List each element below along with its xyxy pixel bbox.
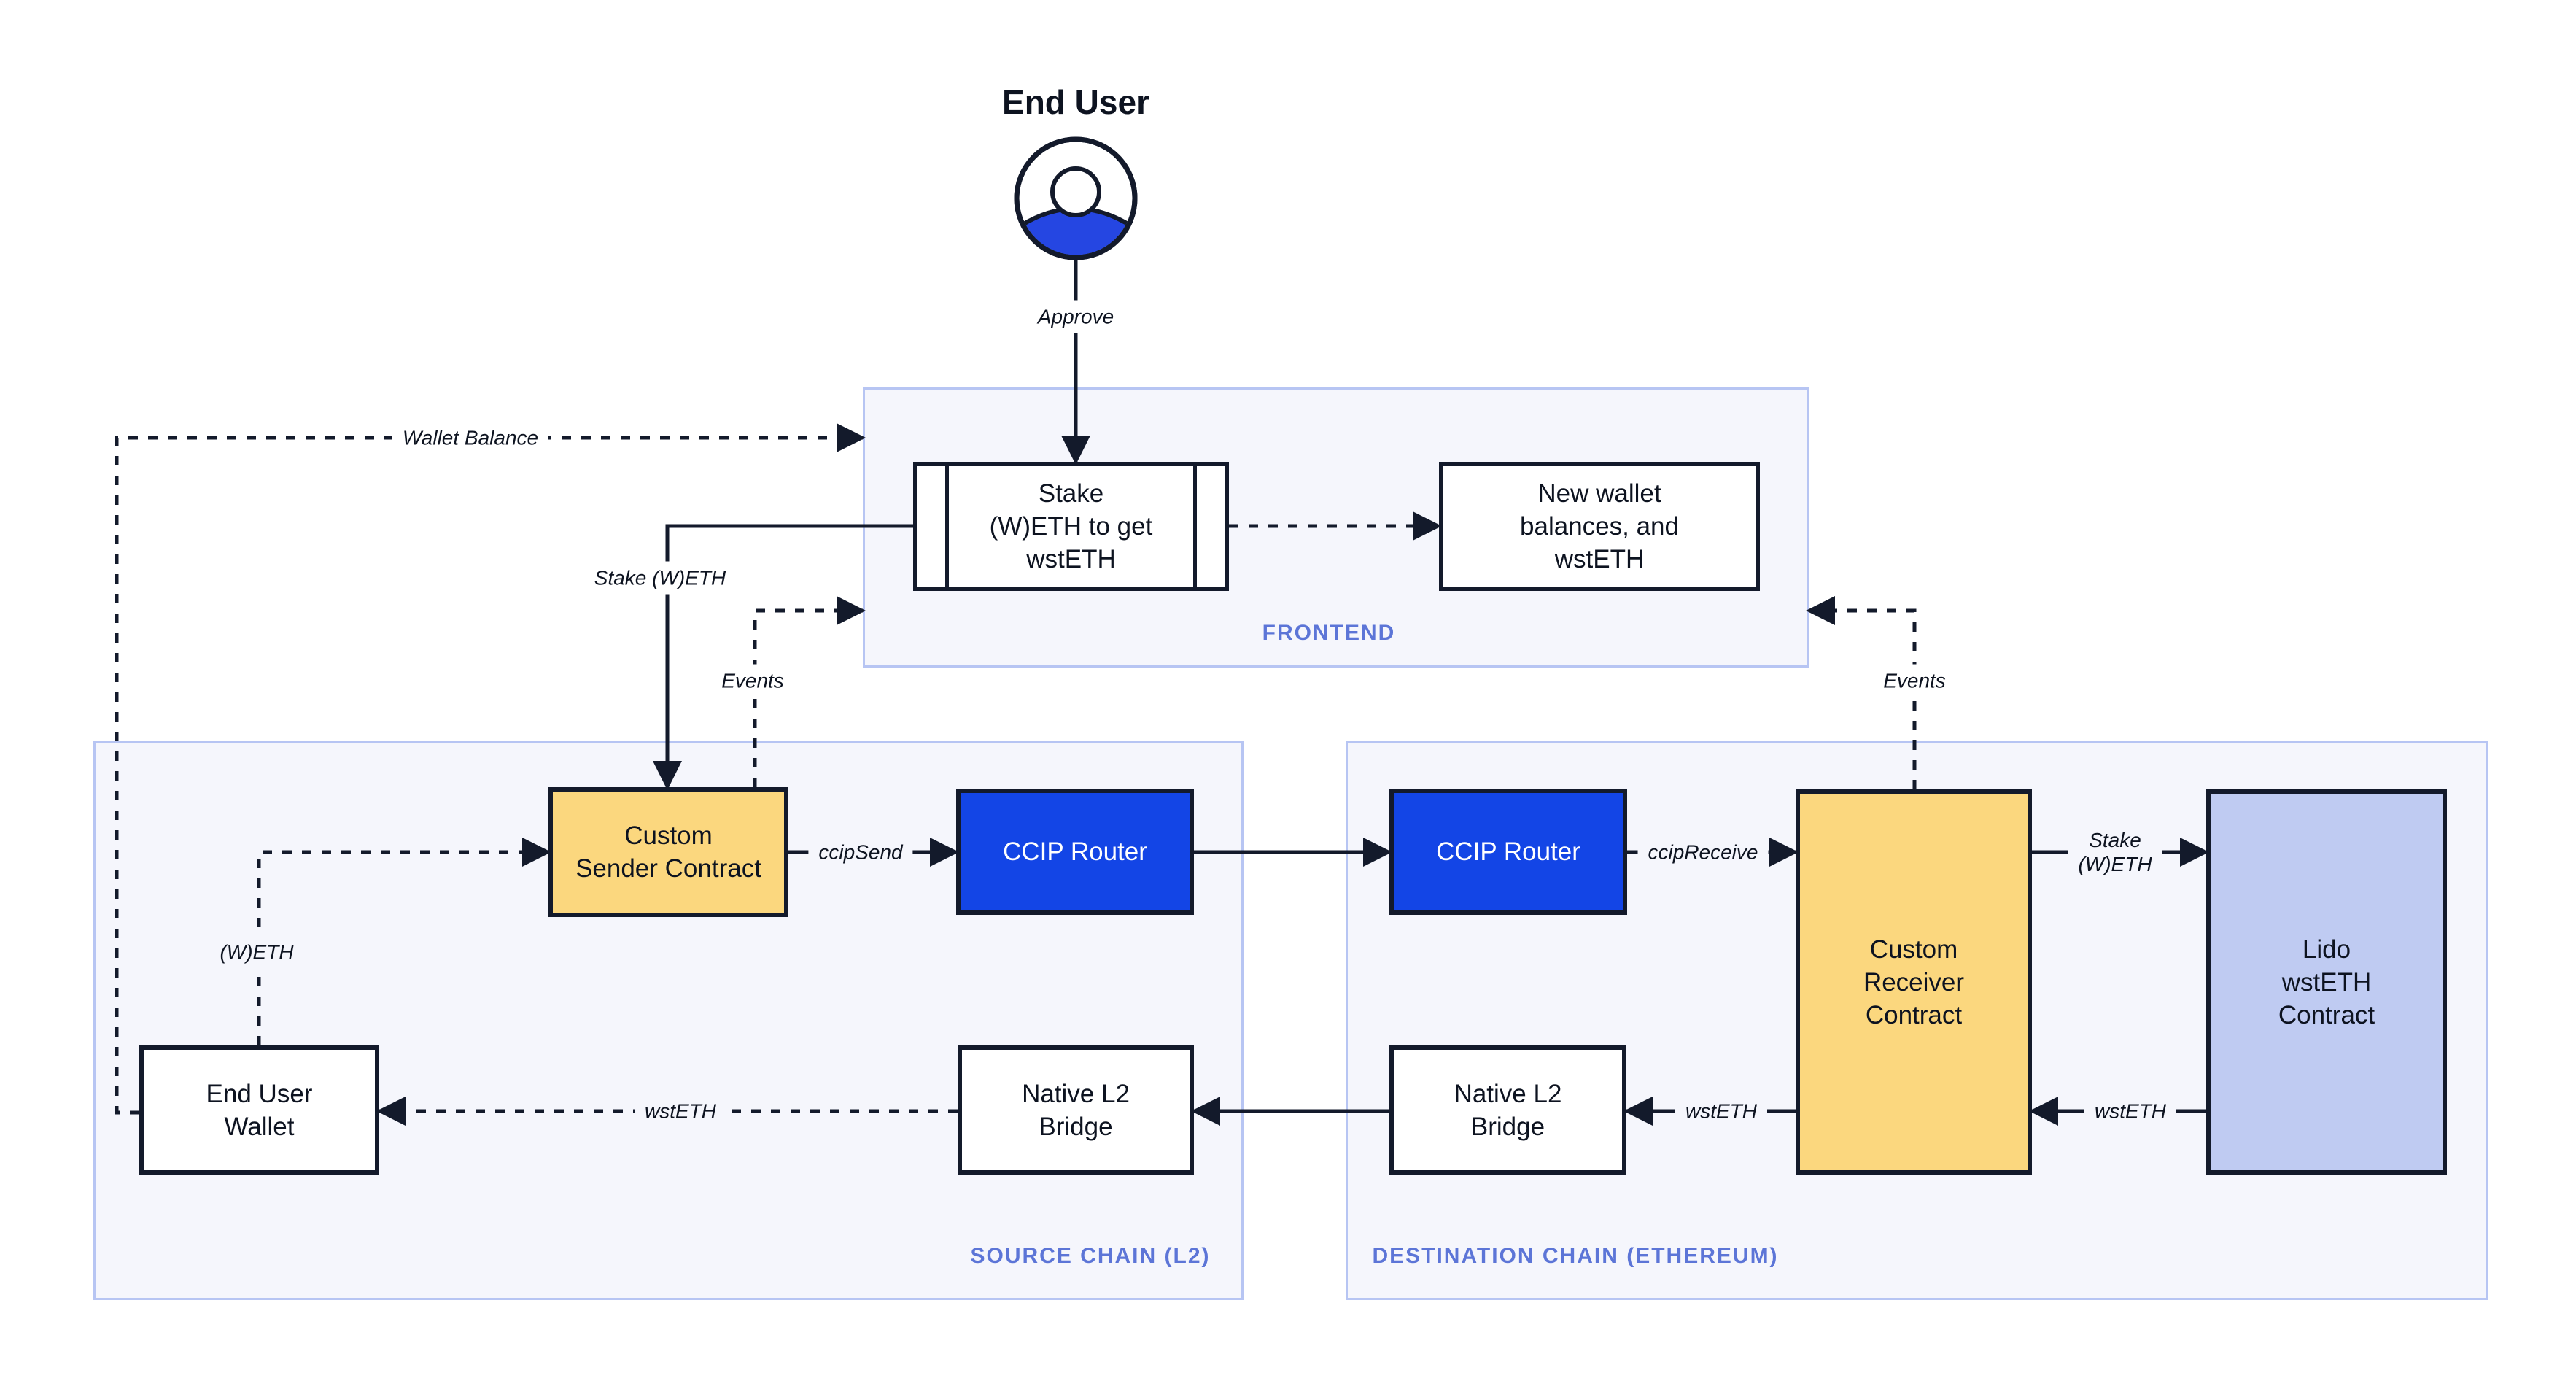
- edge-label-wsteth-lido-to-receiver: wstETH: [2084, 1094, 2176, 1128]
- edge-label-stake-weth-lido: Stake (W)ETH: [2068, 824, 2162, 881]
- node-native-l2-bridge-destination-label: Native L2 Bridge: [1454, 1079, 1562, 1141]
- node-end-user-wallet-label: End User Wallet: [206, 1079, 313, 1141]
- node-ccip-router-source-label: CCIP Router: [1003, 838, 1147, 866]
- edge-weth-arrow: [257, 838, 551, 1045]
- node-ccip-router-destination: CCIP Router: [1389, 789, 1627, 915]
- edge-label-weth: (W)ETH: [209, 935, 304, 969]
- edge-label-wsteth-to-wallet: wstETH: [635, 1094, 726, 1128]
- frontend-region-label: FRONTEND: [1262, 621, 1396, 645]
- edge-label-wsteth-receiver-to-bridge: wstETH: [1675, 1094, 1767, 1128]
- edge-label-wallet-balance: Wallet Balance: [392, 421, 549, 455]
- node-stake-box: Stake (W)ETH to get wstETH: [913, 462, 1229, 591]
- node-custom-receiver-contract: Custom Receiver Contract: [1796, 789, 2032, 1175]
- node-native-l2-bridge-destination: Native L2 Bridge: [1389, 1045, 1626, 1175]
- edge-events-destination-arrow: [1806, 596, 1917, 789]
- node-ccip-router-source: CCIP Router: [956, 789, 1194, 915]
- end-user-title: End User: [1002, 83, 1149, 121]
- node-stake-box-label: Stake (W)ETH to get wstETH: [989, 479, 1153, 573]
- node-new-wallet-balances-label: New wallet balances, and wstETH: [1520, 479, 1679, 573]
- node-custom-receiver-contract-label: Custom Receiver Contract: [1863, 935, 1965, 1029]
- destination-chain-region-label: DESTINATION CHAIN (ETHEREUM): [1372, 1244, 1779, 1268]
- edge-stake-to-sender-arrow: [653, 524, 913, 790]
- edge-label-ccipsend: ccipSend: [808, 835, 913, 869]
- end-user-icon: [1014, 136, 1138, 260]
- node-new-wallet-balances: New wallet balances, and wstETH: [1439, 462, 1760, 591]
- predefined-process-bar-left: [945, 466, 949, 587]
- node-lido-wsteth-contract-label: Lido wstETH Contract: [2278, 935, 2375, 1029]
- node-ccip-router-destination-label: CCIP Router: [1436, 838, 1580, 866]
- node-native-l2-bridge-source-label: Native L2 Bridge: [1022, 1079, 1130, 1141]
- node-end-user-wallet: End User Wallet: [139, 1045, 379, 1175]
- node-native-l2-bridge-source: Native L2 Bridge: [958, 1045, 1194, 1175]
- source-chain-region-label: SOURCE CHAIN (L2): [970, 1244, 1211, 1268]
- edge-wallet-balance-arrow: [115, 423, 866, 1115]
- predefined-process-bar-right: [1193, 466, 1197, 587]
- edge-label-ccipreceive: ccipReceive: [1637, 835, 1769, 869]
- edge-label-events-destination: Events: [1873, 664, 1956, 697]
- edge-label-events-source: Events: [711, 664, 794, 697]
- edge-events-source-arrow: [753, 596, 866, 787]
- node-custom-sender-contract: Custom Sender Contract: [548, 787, 788, 917]
- node-custom-sender-contract-label: Custom Sender Contract: [575, 821, 761, 883]
- node-lido-wsteth-contract: Lido wstETH Contract: [2206, 789, 2447, 1175]
- edge-label-approve: Approve: [1027, 300, 1125, 333]
- edge-label-stake-weth: Stake (W)ETH: [583, 561, 737, 595]
